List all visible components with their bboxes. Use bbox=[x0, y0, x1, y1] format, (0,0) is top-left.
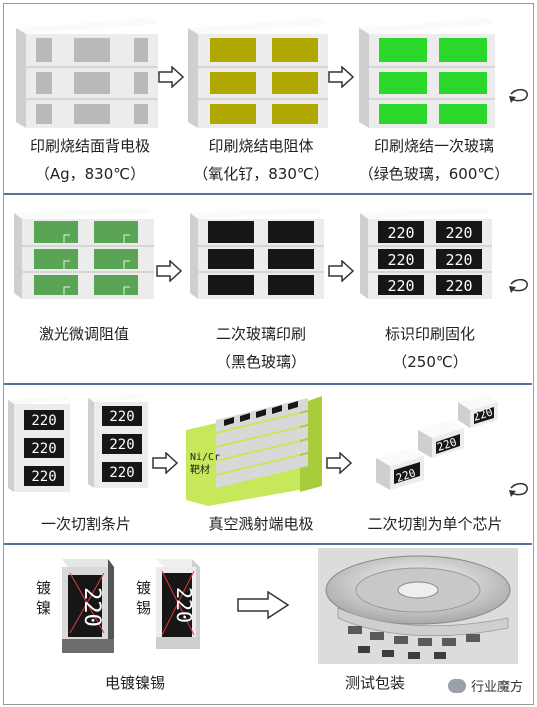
marking-text: 220 bbox=[435, 435, 458, 454]
marking-text: 220 bbox=[387, 277, 414, 295]
row-separator bbox=[4, 193, 532, 195]
arrow-right-icon bbox=[237, 590, 290, 620]
marking-text: 220 bbox=[109, 465, 134, 481]
marking-text: 220 bbox=[109, 437, 134, 453]
target-label-cn: 靶材 bbox=[190, 463, 210, 476]
arrow-right-icon bbox=[158, 66, 184, 88]
marking-text: 220 bbox=[394, 466, 417, 485]
row-separator bbox=[4, 383, 532, 385]
step-single-chip-image: 220 220 220 bbox=[376, 394, 498, 490]
marking-text: 220 bbox=[31, 413, 56, 429]
step-label: 二次切割为单个芯片 bbox=[367, 515, 503, 533]
plating-label-nickel-2: 镍 bbox=[36, 599, 51, 617]
watermark-text: 行业魔方 bbox=[470, 680, 523, 695]
marking-text: 220 bbox=[79, 587, 104, 627]
step-label: 标识印刷固化（250℃） bbox=[384, 325, 475, 371]
step-packaging-image bbox=[318, 548, 518, 664]
step-black-glass-image bbox=[190, 207, 324, 299]
step-resistor-image bbox=[188, 18, 328, 128]
marking-text: 220 bbox=[445, 224, 472, 242]
row-separator bbox=[4, 543, 532, 545]
step-label: 印刷烧结电阻体（氧化钌，830℃） bbox=[193, 137, 329, 183]
marking-text: 220 bbox=[387, 224, 414, 242]
plating-label-tin-2: 锡 bbox=[136, 599, 151, 617]
wechat-icon bbox=[447, 678, 466, 693]
marking-text: 220 bbox=[471, 405, 494, 424]
marking-text: 220 bbox=[31, 469, 56, 485]
plating-label-tin-1: 镀 bbox=[136, 579, 151, 597]
marking-text: 220 bbox=[445, 251, 472, 269]
step-label: 电镀镍锡 bbox=[104, 674, 165, 692]
step-strip-cut-image: 220 220 220 220 220 220 bbox=[8, 394, 148, 492]
diagram-frame bbox=[3, 3, 534, 705]
marking-text: 220 bbox=[31, 441, 56, 457]
step-sputter-image: Ni/Cr 靶材 bbox=[186, 396, 322, 506]
arrow-right-icon bbox=[328, 66, 354, 88]
step-back-electrode-image bbox=[16, 18, 158, 128]
marking-text: 220 bbox=[109, 409, 134, 425]
marking-text: 220 bbox=[172, 587, 196, 623]
marking-text: 220 bbox=[445, 277, 472, 295]
arrow-right-icon bbox=[326, 452, 352, 474]
step-label: 一次切割条片 bbox=[40, 515, 131, 533]
step-label: 二次玻璃印刷（黑色玻璃） bbox=[215, 325, 306, 371]
continue-curl-arrow-icon bbox=[509, 482, 528, 497]
watermark: 行业魔方 bbox=[447, 676, 523, 695]
continue-curl-arrow-icon bbox=[509, 88, 528, 103]
arrow-right-icon bbox=[328, 260, 354, 282]
step-marking-image: 220 220 220 220 220 220 bbox=[360, 207, 492, 299]
continue-curl-arrow-icon bbox=[509, 278, 528, 293]
step-label: 真空溅射端电极 bbox=[208, 515, 314, 533]
plating-label-nickel-1: 镀 bbox=[36, 579, 51, 597]
step-green-glass-image bbox=[359, 18, 495, 128]
target-label: Ni/Cr bbox=[190, 452, 220, 463]
arrow-right-icon bbox=[156, 260, 182, 282]
marking-text: 220 bbox=[387, 251, 414, 269]
step-label: 测试包装 bbox=[344, 674, 405, 692]
step-plating-image: 220 220 镀 镍 镀 锡 bbox=[36, 559, 200, 653]
step-label: 印刷烧结一次玻璃（绿色玻璃，600℃） bbox=[358, 137, 510, 183]
step-label: 激光微调阻值 bbox=[38, 325, 129, 343]
arrow-right-icon bbox=[152, 452, 178, 474]
step-laser-trim-image bbox=[14, 207, 154, 299]
step-label: 印刷烧结面背电极（Ag，830℃） bbox=[29, 137, 150, 183]
